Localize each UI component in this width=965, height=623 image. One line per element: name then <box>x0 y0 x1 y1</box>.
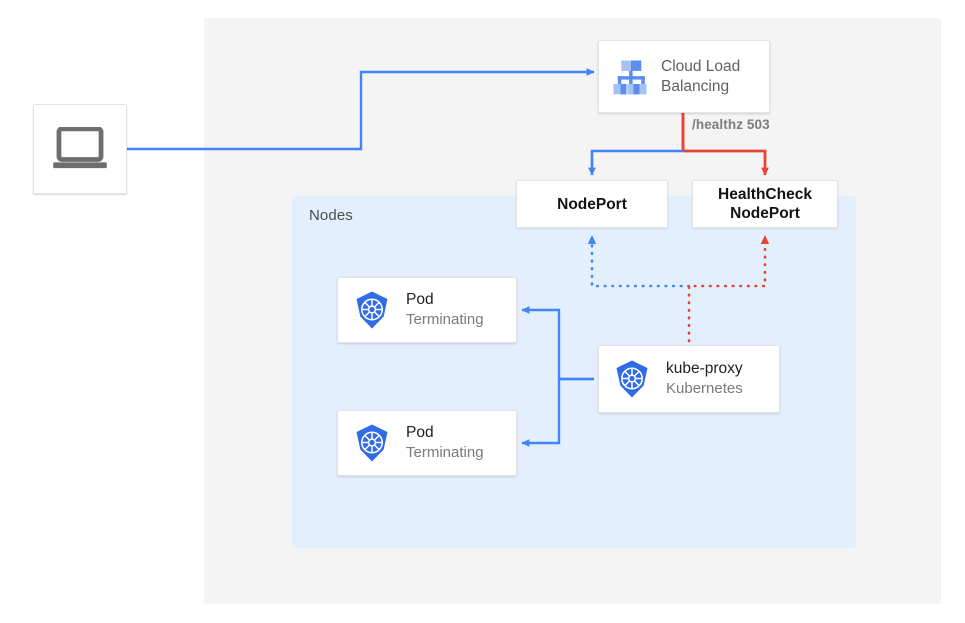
kube-proxy-text: kube-proxy Kubernetes <box>666 359 743 399</box>
edge-junction-to-nodeport <box>588 149 683 176</box>
cloud-load-balancing-node: Cloud Load Balancing <box>598 40 770 113</box>
pod-text-1: Pod Terminating <box>406 290 484 330</box>
nodeport-label: NodePort <box>557 195 627 213</box>
cloud-load-balancing-label: Cloud Load Balancing <box>661 57 741 95</box>
kube-proxy-title: kube-proxy <box>666 360 743 377</box>
nodes-panel-label: Nodes <box>309 207 353 224</box>
edge-client-to-loadbalancer <box>127 68 595 151</box>
edge-kubeproxy-to-pod-1 <box>521 306 594 381</box>
pod-status-2: Terminating <box>406 444 484 461</box>
cloud-load-balancing-icon <box>613 59 647 94</box>
kube-proxy-node: kube-proxy Kubernetes <box>598 345 780 413</box>
healthz-edge-label: /healthz 503 <box>692 117 770 132</box>
pod-status-1: Terminating <box>406 311 484 328</box>
pod-title-1: Pod <box>406 291 434 308</box>
pod-node-1: Pod Terminating <box>337 277 517 343</box>
healthcheck-nodeport-label: HealthCheck NodePort <box>718 186 812 222</box>
kubernetes-icon <box>356 424 388 462</box>
edge-kubeproxy-to-nodeport-dotted <box>587 234 691 288</box>
edge-kubeproxy-to-healthcheck-dotted <box>687 234 770 343</box>
pod-node-2: Pod Terminating <box>337 410 517 476</box>
kube-proxy-subtitle: Kubernetes <box>666 380 743 397</box>
edge-kubeproxy-to-pod-2 <box>521 377 594 447</box>
pod-title-2: Pod <box>406 424 434 441</box>
laptop-icon <box>53 127 107 169</box>
edge-junction-to-healthcheck-nodeport <box>683 149 769 176</box>
kubernetes-icon <box>356 291 388 329</box>
client-node <box>33 104 127 194</box>
pod-text-2: Pod Terminating <box>406 423 484 463</box>
kubernetes-icon <box>616 360 648 398</box>
nodeport-node: NodePort <box>516 180 668 228</box>
healthcheck-nodeport-node: HealthCheck NodePort <box>692 180 838 228</box>
